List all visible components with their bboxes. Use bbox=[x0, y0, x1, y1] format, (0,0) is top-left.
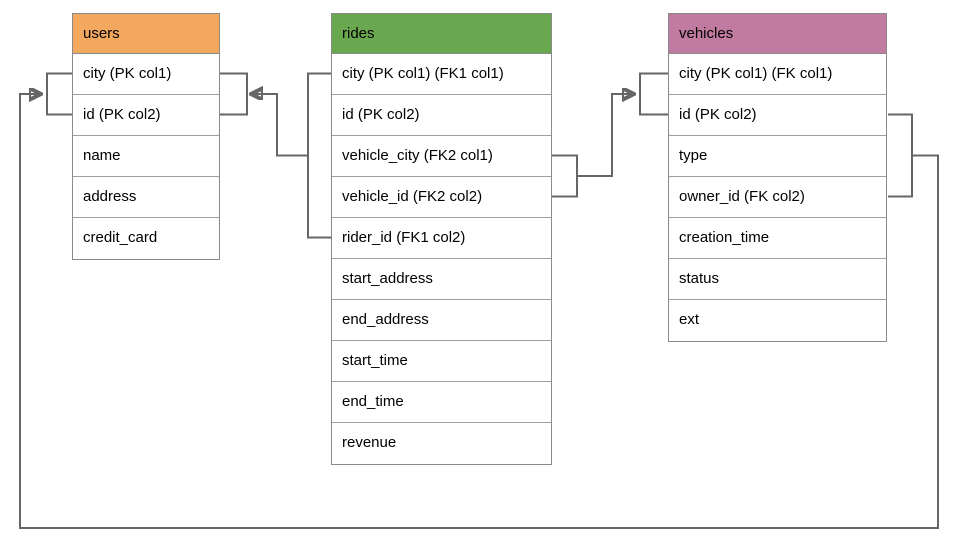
rides-column-row: end_time bbox=[332, 382, 551, 423]
vehicles-column-row: id (PK col2) bbox=[669, 95, 886, 136]
rides-fk2-bracket-right bbox=[552, 154, 578, 198]
rides-fk1-bracket-left bbox=[307, 72, 331, 239]
rides-column-row: rider_id (FK1 col2) bbox=[332, 218, 551, 259]
vehicles-fk-bracket-right bbox=[888, 113, 913, 198]
rides-column-row: city (PK col1) (FK1 col1) bbox=[332, 54, 551, 95]
users-pk-bracket-right bbox=[220, 72, 248, 116]
users-pk-bracket-left bbox=[46, 72, 72, 116]
table-users-title: users bbox=[73, 14, 219, 54]
vehicles-column-row: city (PK col1) (FK col1) bbox=[669, 54, 886, 95]
vehicles-column-row: status bbox=[669, 259, 886, 300]
users-column-row: city (PK col1) bbox=[73, 54, 219, 95]
rides-column-row: id (PK col2) bbox=[332, 95, 551, 136]
vehicles-column-row: creation_time bbox=[669, 218, 886, 259]
vehicles-column-row: ext bbox=[679, 311, 700, 328]
table-rides-title: rides bbox=[332, 14, 551, 54]
vehicles-column-row: owner_id (FK col2) bbox=[669, 177, 886, 218]
rides-column-row: vehicle_city (FK2 col1) bbox=[332, 136, 551, 177]
vehicles-pk-bracket-left bbox=[639, 72, 668, 116]
vehicles-column-row: type bbox=[669, 136, 886, 177]
users-column-row: credit_card bbox=[83, 229, 158, 246]
rides-column-row: vehicle_id (FK2 col2) bbox=[332, 177, 551, 218]
rides-column-row: end_address bbox=[332, 300, 551, 341]
users-column-row: name bbox=[73, 136, 219, 177]
users-column-row: id (PK col2) bbox=[73, 95, 219, 136]
table-rides: rides city (PK col1) (FK1 col1)id (PK co… bbox=[331, 13, 552, 465]
rides-fk2-arrow bbox=[577, 94, 633, 177]
table-vehicles-title: vehicles bbox=[669, 14, 886, 54]
rides-fk1-arrow bbox=[252, 94, 308, 157]
table-vehicles: vehicles city (PK col1) (FK col1)id (PK … bbox=[668, 13, 887, 342]
rides-column-row: start_address bbox=[332, 259, 551, 300]
users-column-row: address bbox=[73, 177, 219, 218]
rides-column-row: start_time bbox=[332, 341, 551, 382]
rides-column-row: revenue bbox=[342, 434, 397, 451]
